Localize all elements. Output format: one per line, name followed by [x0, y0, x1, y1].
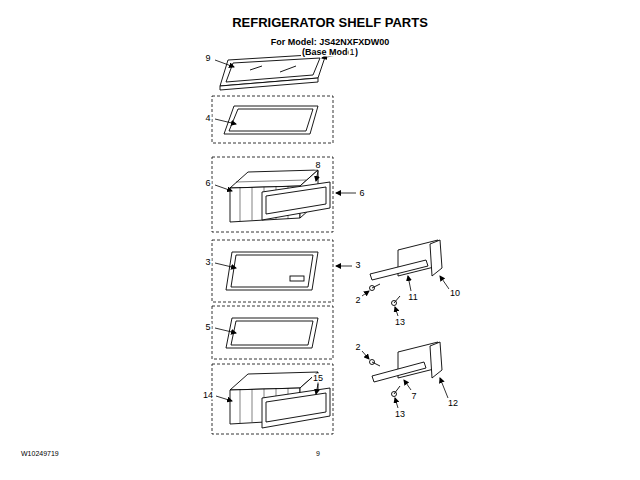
model-line: For Model: JS42NXFXDW00	[270, 38, 391, 47]
callout-number: 1	[348, 48, 355, 57]
callout-number: 13	[394, 410, 406, 419]
callout-number: 13	[394, 318, 406, 327]
page-title: REFRIGERATOR SHELF PARTS	[231, 16, 429, 29]
callout-number: 3	[354, 261, 361, 270]
callout-number: 4	[204, 114, 211, 123]
callout-number: 2	[354, 296, 361, 305]
callout-number: 2	[354, 343, 361, 352]
callout-number: 10	[449, 289, 461, 298]
callout-number: 12	[447, 399, 459, 408]
page-number: 9	[315, 450, 321, 457]
callout-number: 3	[204, 258, 211, 267]
callout-number: 15	[312, 374, 324, 383]
callout-number: 9	[204, 54, 211, 63]
callout-number: 7	[410, 392, 417, 401]
callout-number: 8	[314, 161, 321, 170]
callout-number: 5	[204, 323, 211, 332]
callout-number: 11	[407, 293, 418, 302]
document-number: W10249719	[20, 450, 60, 457]
callout-number: 6	[358, 189, 365, 198]
callout-number: 14	[202, 391, 214, 400]
callout-number: 6	[204, 179, 211, 188]
